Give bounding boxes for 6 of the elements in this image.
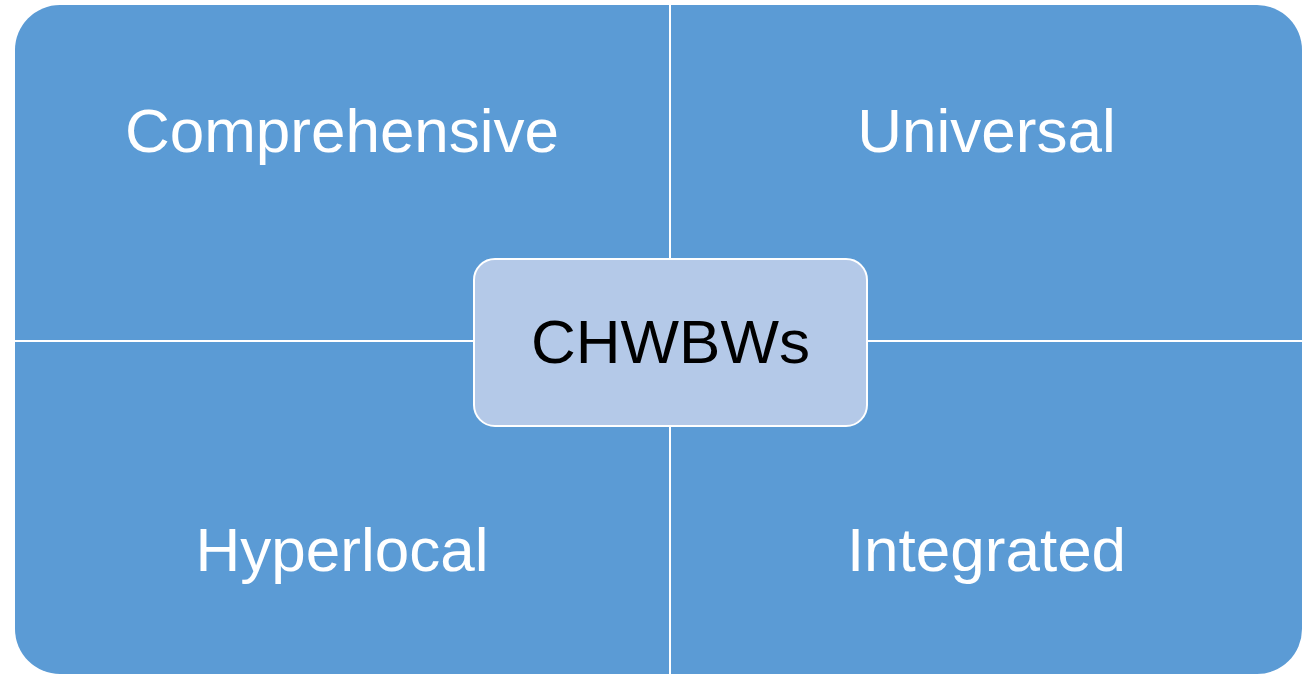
quadrant-label: Comprehensive: [124, 97, 560, 166]
quadrant-label: Hyperlocal: [195, 516, 489, 585]
center-label: CHWBWs: [531, 308, 810, 377]
center-box: [473, 258, 868, 427]
quadrant-label: Integrated: [846, 516, 1127, 585]
quadrant-label: Universal: [857, 97, 1116, 166]
